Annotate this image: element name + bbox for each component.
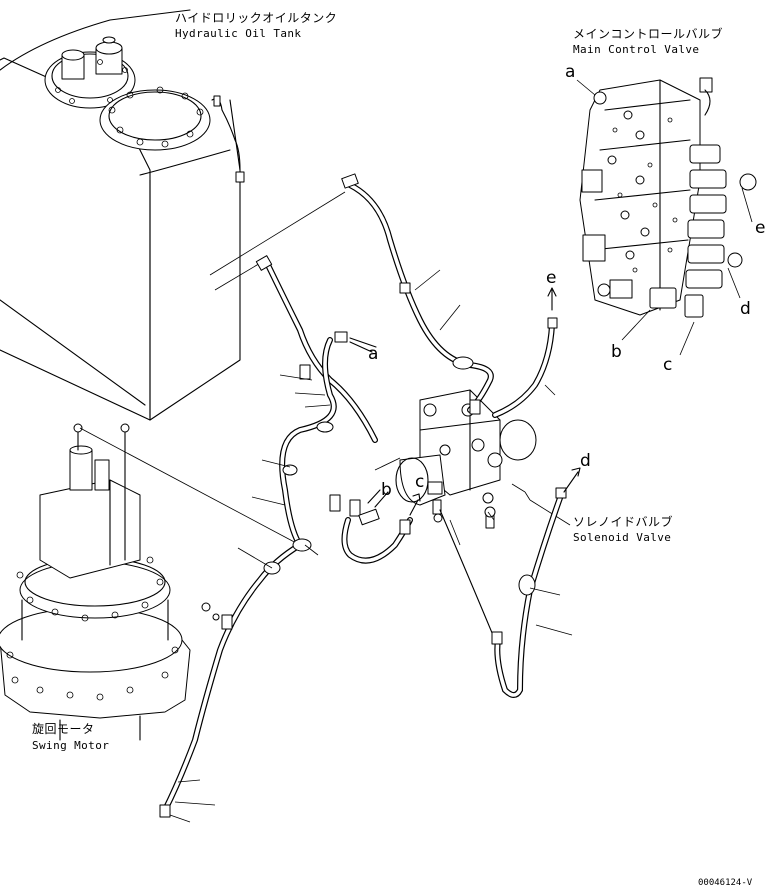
- main-valve-label-en: Main Control Valve: [573, 43, 700, 56]
- solenoid-valve: [395, 389, 571, 529]
- hydraulic-oil-tank: [0, 9, 346, 421]
- marker-d-valve: d: [740, 299, 751, 319]
- hoses: [79, 173, 581, 818]
- main-valve-label-jp: メインコントロールバルブ: [573, 27, 724, 41]
- leader-lines: [169, 269, 573, 823]
- marker-a-valve: a: [565, 62, 576, 82]
- swing-motor-label-jp: 旋回モータ: [32, 722, 95, 736]
- marker-c-valve: c: [663, 355, 673, 375]
- marker-e-arrow: e: [546, 268, 557, 288]
- marker-c-solenoid: c: [415, 472, 425, 492]
- swing-motor: [0, 423, 191, 741]
- solenoid-label-en: Solenoid Valve: [573, 531, 672, 544]
- drawing-code: 00046124-V: [698, 878, 753, 888]
- marker-a-hose: a: [368, 344, 379, 364]
- marker-b-valve: b: [611, 342, 622, 362]
- main-control-valve: [576, 77, 757, 356]
- solenoid-label-jp: ソレノイドバルブ: [573, 515, 674, 529]
- marker-e-valve: e: [755, 218, 766, 238]
- marker-d-arrow: d: [580, 451, 591, 471]
- tank-label-en: Hydraulic Oil Tank: [175, 27, 302, 40]
- marker-b-solenoid: b: [381, 480, 392, 500]
- tank-label-jp: ハイドロリックオイルタンク: [175, 11, 338, 25]
- swing-motor-label-en: Swing Motor: [32, 739, 110, 752]
